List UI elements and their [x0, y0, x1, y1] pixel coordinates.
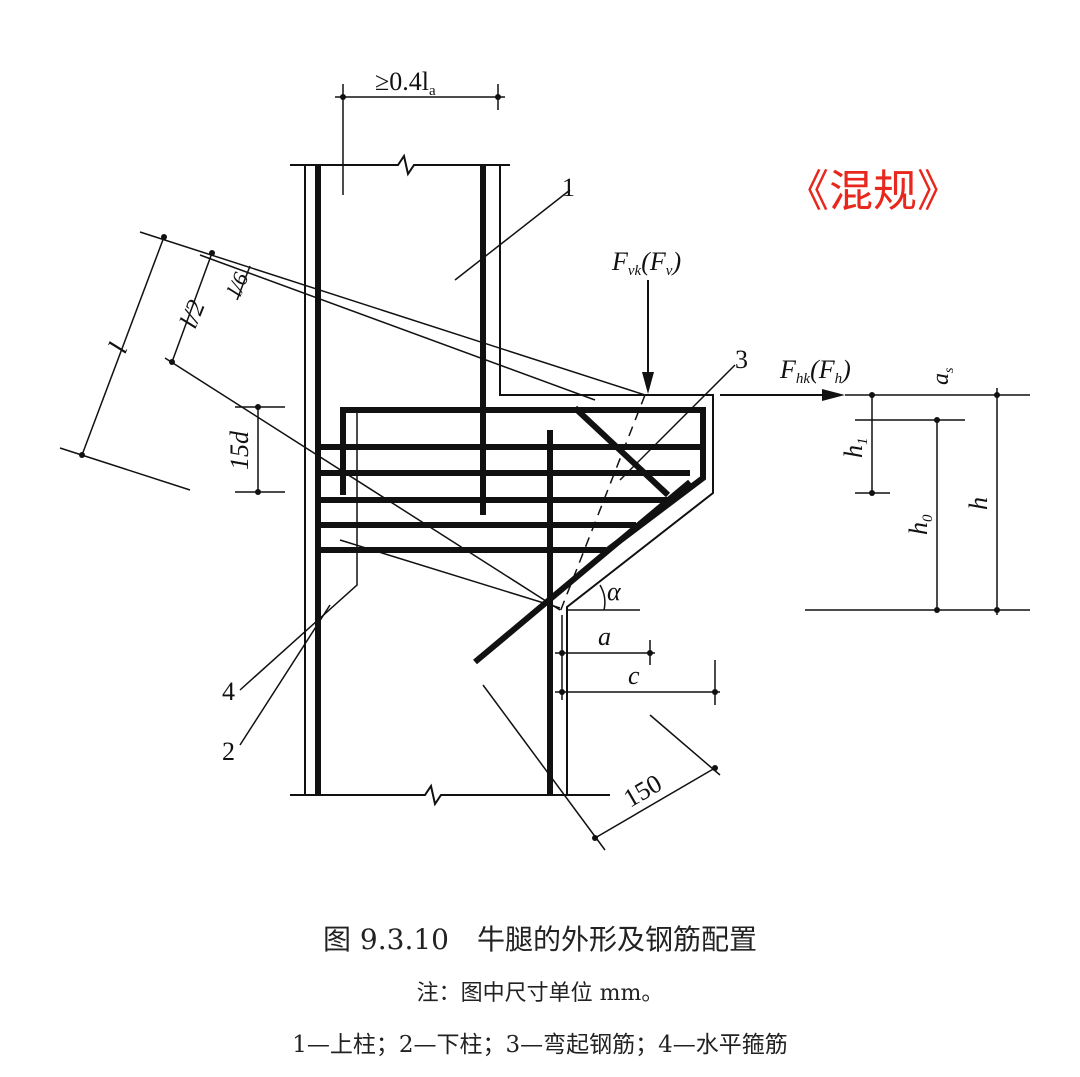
leader-1	[454, 189, 571, 281]
label-a: a	[598, 622, 611, 651]
watermark: 《混规》	[785, 166, 961, 217]
label-h: h	[964, 497, 993, 510]
ref-line-l	[139, 231, 646, 396]
label-3: 3	[735, 345, 748, 374]
label-as: as	[928, 367, 957, 385]
label-alpha: α	[607, 577, 622, 606]
figure-title: 图 9.3.10 牛腿的外形及钢筋配置	[323, 923, 757, 956]
dim-l	[81, 236, 165, 456]
label-l2: l/2	[174, 296, 211, 332]
ref-line-l2	[164, 357, 561, 611]
dimension-dots	[79, 94, 1000, 841]
outline	[239, 153, 714, 807]
label-150: 150	[619, 769, 667, 814]
label-h1: h1	[839, 438, 871, 459]
leader-3	[619, 364, 736, 481]
arrowhead-down-icon	[642, 372, 654, 394]
figure-legend: 1—上柱；2—下柱；3—弯起钢筋；4—水平箍筋	[292, 1032, 788, 1058]
leader-2	[239, 604, 331, 746]
top-break-line	[290, 153, 510, 177]
anchor-label: ≥0.4la	[375, 67, 436, 99]
label-4: 4	[222, 677, 235, 706]
figure-note: 注：图中尺寸单位 mm。	[416, 981, 664, 1006]
dim-l2	[171, 252, 213, 363]
ref-line-lower	[339, 539, 561, 609]
rebars	[315, 165, 706, 795]
bent-bar	[473, 479, 692, 665]
dimension-lines	[59, 84, 1030, 851]
dim-l6	[236, 265, 251, 301]
horizontal-stirrup	[340, 407, 706, 555]
label-fv: Fvk(Fv)	[611, 247, 681, 279]
label-fh: Fhk(Fh)	[779, 355, 851, 387]
stirrup-leader	[239, 410, 358, 691]
label-h0: h0	[904, 514, 936, 535]
label-c: c	[628, 661, 640, 690]
arrowhead-right-icon	[822, 389, 845, 401]
label-2: 2	[222, 737, 235, 766]
dim-150	[594, 767, 716, 839]
bent-bar	[572, 405, 671, 498]
corbel-outline	[499, 165, 714, 795]
label-1: 1	[562, 173, 575, 202]
ref-line-l6	[199, 254, 596, 401]
bottom-break-line	[290, 783, 610, 807]
label-l: l	[103, 339, 135, 358]
dashed-line	[559, 394, 646, 613]
label-15d: 15d	[225, 430, 254, 470]
